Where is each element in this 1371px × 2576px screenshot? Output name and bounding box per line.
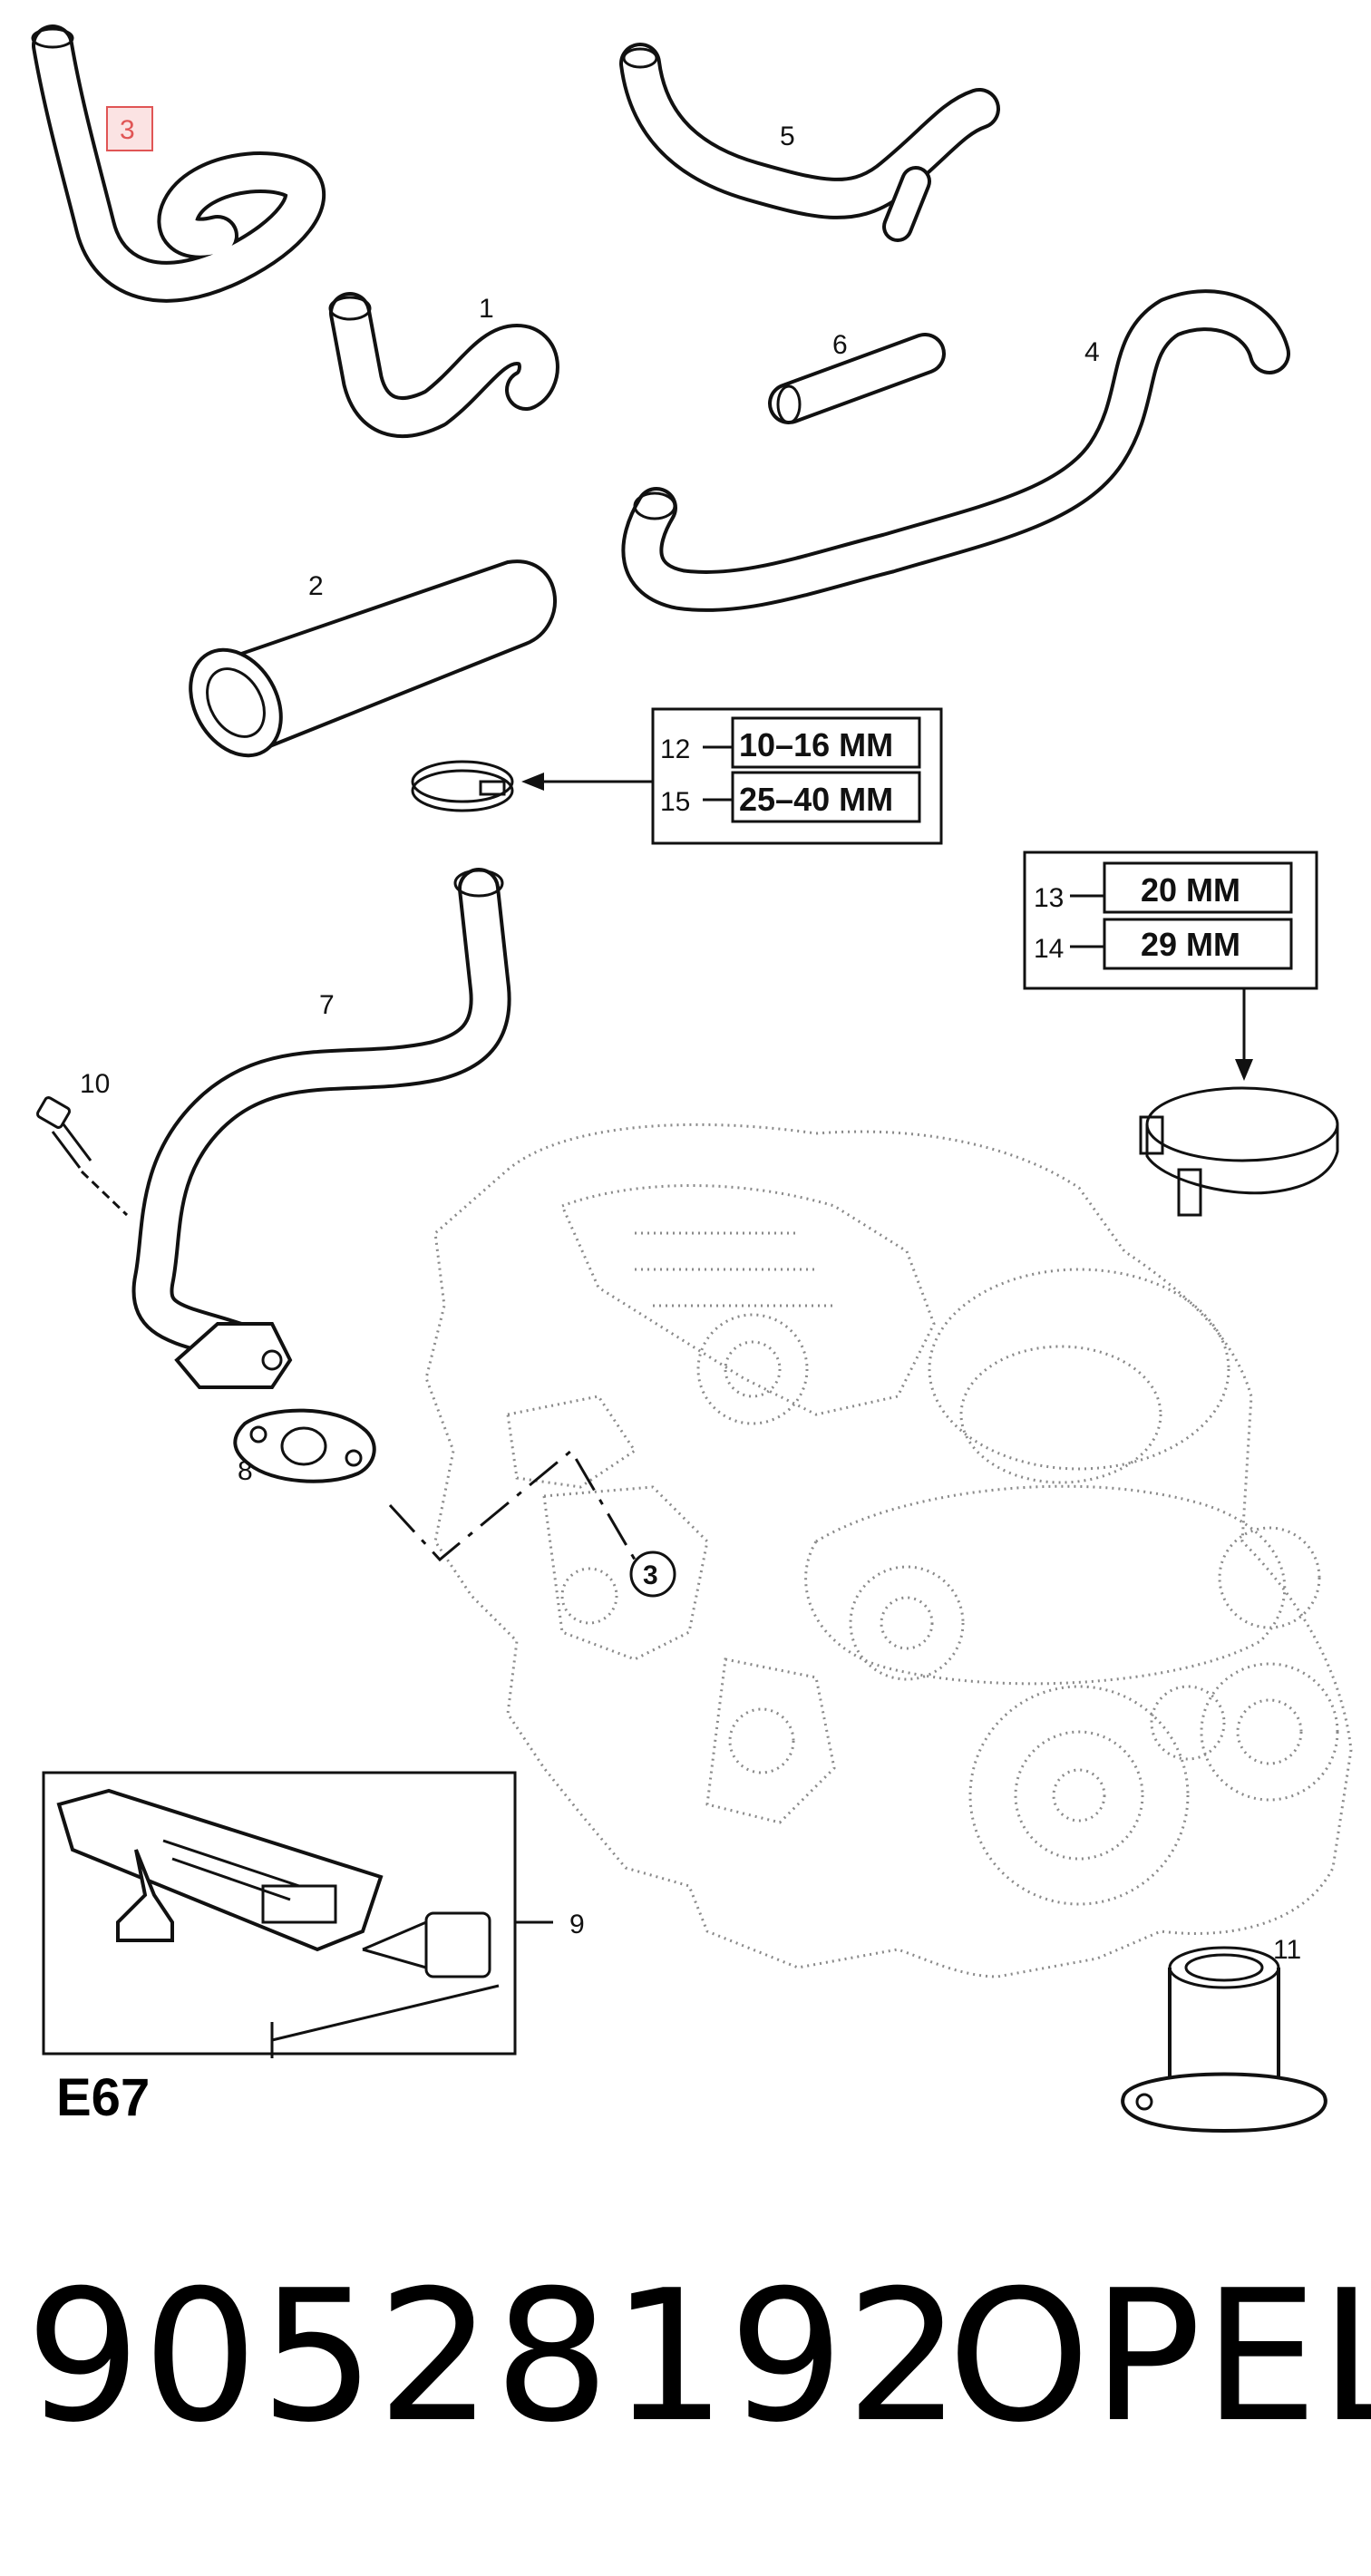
callout-4: 4 bbox=[1084, 337, 1100, 367]
clamp-small-size-2: 25–40 MM bbox=[739, 781, 893, 818]
clamp-small-size-1: 10–16 MM bbox=[739, 726, 893, 763]
arrow-head-large-clamp bbox=[1235, 1059, 1253, 1081]
highlighted-callout-box bbox=[106, 106, 153, 151]
clamp-size-box-large: 13 20 MM 14 29 MM bbox=[1023, 851, 1318, 990]
clamp-large-size-2: 29 MM bbox=[1141, 926, 1240, 963]
callout-9: 9 bbox=[569, 1910, 585, 1939]
sealant-kit-code: E67 bbox=[56, 2068, 151, 2127]
hose-part-4 bbox=[621, 289, 1290, 612]
callout-1: 1 bbox=[479, 294, 494, 324]
clamp-size-box-small: 12 10–16 MM 15 25–40 MM bbox=[651, 707, 943, 845]
hose-part-6 bbox=[768, 333, 946, 424]
callout-11: 11 bbox=[1273, 1935, 1301, 1965]
callout-2: 2 bbox=[308, 571, 324, 601]
engine-marker-label: 3 bbox=[643, 1560, 658, 1590]
pipe-part-7 bbox=[131, 868, 511, 1389]
large-hose-clamp bbox=[1139, 1086, 1339, 1217]
arrow-head-small-clamp bbox=[521, 773, 544, 791]
sealant-kit-box bbox=[42, 1771, 553, 2058]
callout-labels: 3 5 1 6 4 2 7 10 8 9 11 bbox=[80, 106, 1301, 1965]
callout-3: 3 bbox=[120, 115, 135, 145]
hose-part-5 bbox=[619, 43, 1000, 242]
clamp-large-ref-2: 14 bbox=[1034, 934, 1064, 964]
fitting-part-11 bbox=[1121, 1946, 1327, 2134]
bolt-part-10 bbox=[35, 1096, 129, 1217]
part-number: 90528192 bbox=[25, 2251, 963, 2463]
clamp-small-ref-1: 12 bbox=[660, 734, 690, 764]
small-hose-clamp bbox=[411, 760, 514, 812]
callout-6: 6 bbox=[832, 330, 848, 360]
engine-marker: 3 bbox=[629, 1550, 676, 1598]
callout-7: 7 bbox=[319, 990, 335, 1020]
clamp-small-ref-2: 15 bbox=[660, 787, 690, 817]
hose-part-3 bbox=[31, 24, 326, 303]
callout-10: 10 bbox=[80, 1069, 110, 1099]
callout-8: 8 bbox=[238, 1456, 253, 1486]
hose-part-2 bbox=[189, 559, 558, 758]
clamp-large-size-1: 20 MM bbox=[1141, 871, 1240, 909]
hose-part-1 bbox=[328, 292, 559, 438]
gasket-part-8 bbox=[233, 1408, 376, 1483]
brand-name: OPEL bbox=[948, 2251, 1371, 2463]
callout-5: 5 bbox=[780, 122, 795, 151]
leader-line-gasket bbox=[388, 1448, 637, 1562]
clamp-large-ref-1: 13 bbox=[1034, 883, 1064, 913]
engine-block-outline bbox=[424, 1123, 1353, 1978]
